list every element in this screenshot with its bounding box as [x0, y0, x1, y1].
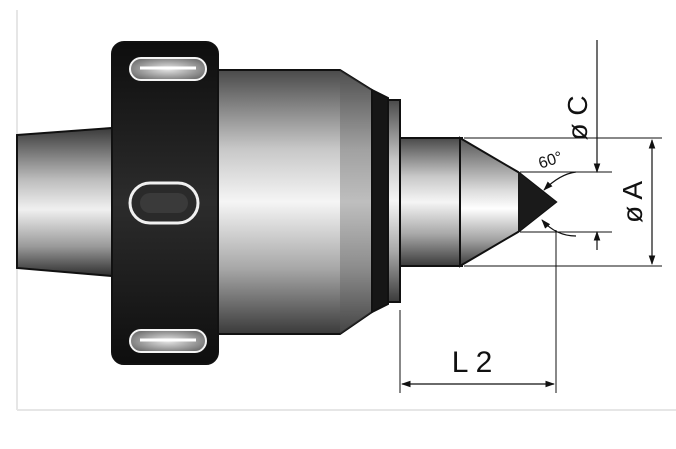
angle-marker: [541, 171, 577, 237]
taper-shank: [16, 126, 113, 278]
center-point: [459, 136, 558, 268]
front-ring: [371, 88, 401, 314]
dimension-diameter-c: [520, 40, 612, 250]
collar-slot: [129, 329, 207, 353]
spindle: [399, 137, 463, 267]
dimension-length-l2: [399, 230, 557, 393]
diameter-a-label: ø A: [617, 181, 648, 223]
knurled-collar: [111, 41, 219, 365]
angle-label: 60°: [536, 149, 564, 173]
diameter-c-label: ø C: [562, 95, 593, 140]
collar-slot: [129, 57, 207, 81]
collar-slot: [128, 181, 200, 225]
dimension-diameter-a: [464, 137, 662, 267]
length-l2-label: L 2: [452, 346, 493, 379]
bearing-housing: [214, 69, 373, 335]
